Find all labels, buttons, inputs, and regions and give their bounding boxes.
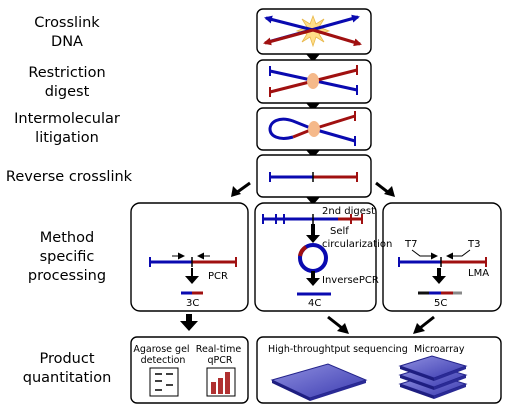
inverse-pcr-label: InversePCR: [322, 275, 379, 286]
method-name-3c: 3C: [186, 298, 199, 309]
flow-arrowhead: [306, 54, 320, 62]
dna-strand-red: [263, 28, 314, 46]
method-step-label: LMA: [468, 268, 489, 279]
step-text-line: DNA: [51, 34, 83, 50]
flow-arrowhead: [432, 268, 446, 284]
step-label-restriction: Restriction digest: [12, 64, 122, 102]
step-text-line: quantitation: [22, 370, 112, 386]
ligated-dna-loop: [268, 117, 314, 140]
primer-arrow: [411, 249, 438, 260]
microarray-label: Microarray: [414, 344, 465, 355]
merge-arrowhead: [413, 323, 425, 334]
merge-arrow: [419, 315, 435, 330]
method-step-label: PCR: [208, 271, 228, 282]
self-circularization-line: Self: [330, 226, 349, 237]
primer-label-t7: T7: [404, 239, 417, 250]
crosslink-junction-icon: [307, 73, 319, 89]
microarray-stack-icon: [398, 355, 468, 399]
step-text-line: processing: [27, 268, 107, 284]
method-name-5c: 5C: [434, 298, 447, 309]
flow-arrowhead: [306, 271, 320, 286]
dna-strand-red: [312, 28, 362, 47]
step-text-line: Reverse crosslink: [5, 169, 133, 185]
primer-arrow: [446, 249, 471, 260]
self-circularization-line: circularization: [322, 239, 392, 250]
method-box-5c: [382, 202, 502, 312]
gel-detection-line: Agarose gel: [133, 344, 189, 355]
gel-detection-line: detection: [141, 355, 186, 366]
step-label-crosslink: Crosslink DNA: [12, 14, 122, 52]
step-label-ligation: Intermolecular litigation: [8, 110, 126, 148]
step-text-line: Method: [39, 230, 95, 246]
step-text-line: specific: [39, 249, 95, 265]
sequencing-label: High-throughtput sequencing: [268, 344, 408, 355]
step-text-line: digest: [44, 84, 90, 100]
second-digest-label: 2nd digest: [322, 206, 375, 217]
gel-icon: [149, 367, 179, 397]
step-label-reverse-crosslink: Reverse crosslink: [4, 168, 134, 187]
branch-arrowhead: [231, 186, 241, 197]
circularized-dna-junction: [298, 245, 308, 257]
qpcr-line: Real-time: [196, 344, 242, 355]
step-text-line: litigation: [35, 130, 99, 146]
gel-detection-label: Agarose gel detection: [133, 344, 192, 366]
step-label-quantitation: Product quantitation: [12, 350, 122, 388]
step-text-line: Product: [39, 351, 95, 367]
qpcr-label: Real-time qPCR: [196, 344, 244, 366]
qpcr-bar-chart-icon: [206, 367, 236, 397]
flow-arrowhead: [306, 103, 320, 111]
crosslink-junction-icon: [308, 121, 320, 137]
flow-arrowhead: [306, 150, 320, 158]
dna-strand-blue: [264, 15, 314, 32]
flow-arrowhead: [180, 314, 198, 331]
step-text-line: Crosslink: [34, 15, 100, 31]
merge-arrowhead: [337, 323, 349, 334]
self-circularization-label: Self circularization: [322, 226, 392, 250]
primer-label-t3: T3: [467, 239, 480, 250]
dna-fragment-blue: [312, 127, 356, 143]
flow-arrowhead: [306, 197, 320, 205]
method-box-3c: [130, 202, 249, 312]
flow-arrowhead: [306, 224, 320, 243]
dna-fragment-red: [312, 114, 356, 131]
step-text-line: Intermolecular: [14, 111, 120, 127]
sequencing-slab-icon: [270, 363, 368, 401]
method-box-4c: [254, 202, 377, 312]
step-label-method: Method specific processing: [12, 229, 122, 286]
qpcr-line: qPCR: [208, 355, 233, 366]
branch-arrowhead: [384, 186, 395, 197]
flow-arrowhead: [185, 268, 199, 284]
merge-arrow: [327, 315, 343, 330]
method-name-4c: 4C: [308, 298, 321, 309]
step-text-line: Restriction: [28, 65, 106, 81]
